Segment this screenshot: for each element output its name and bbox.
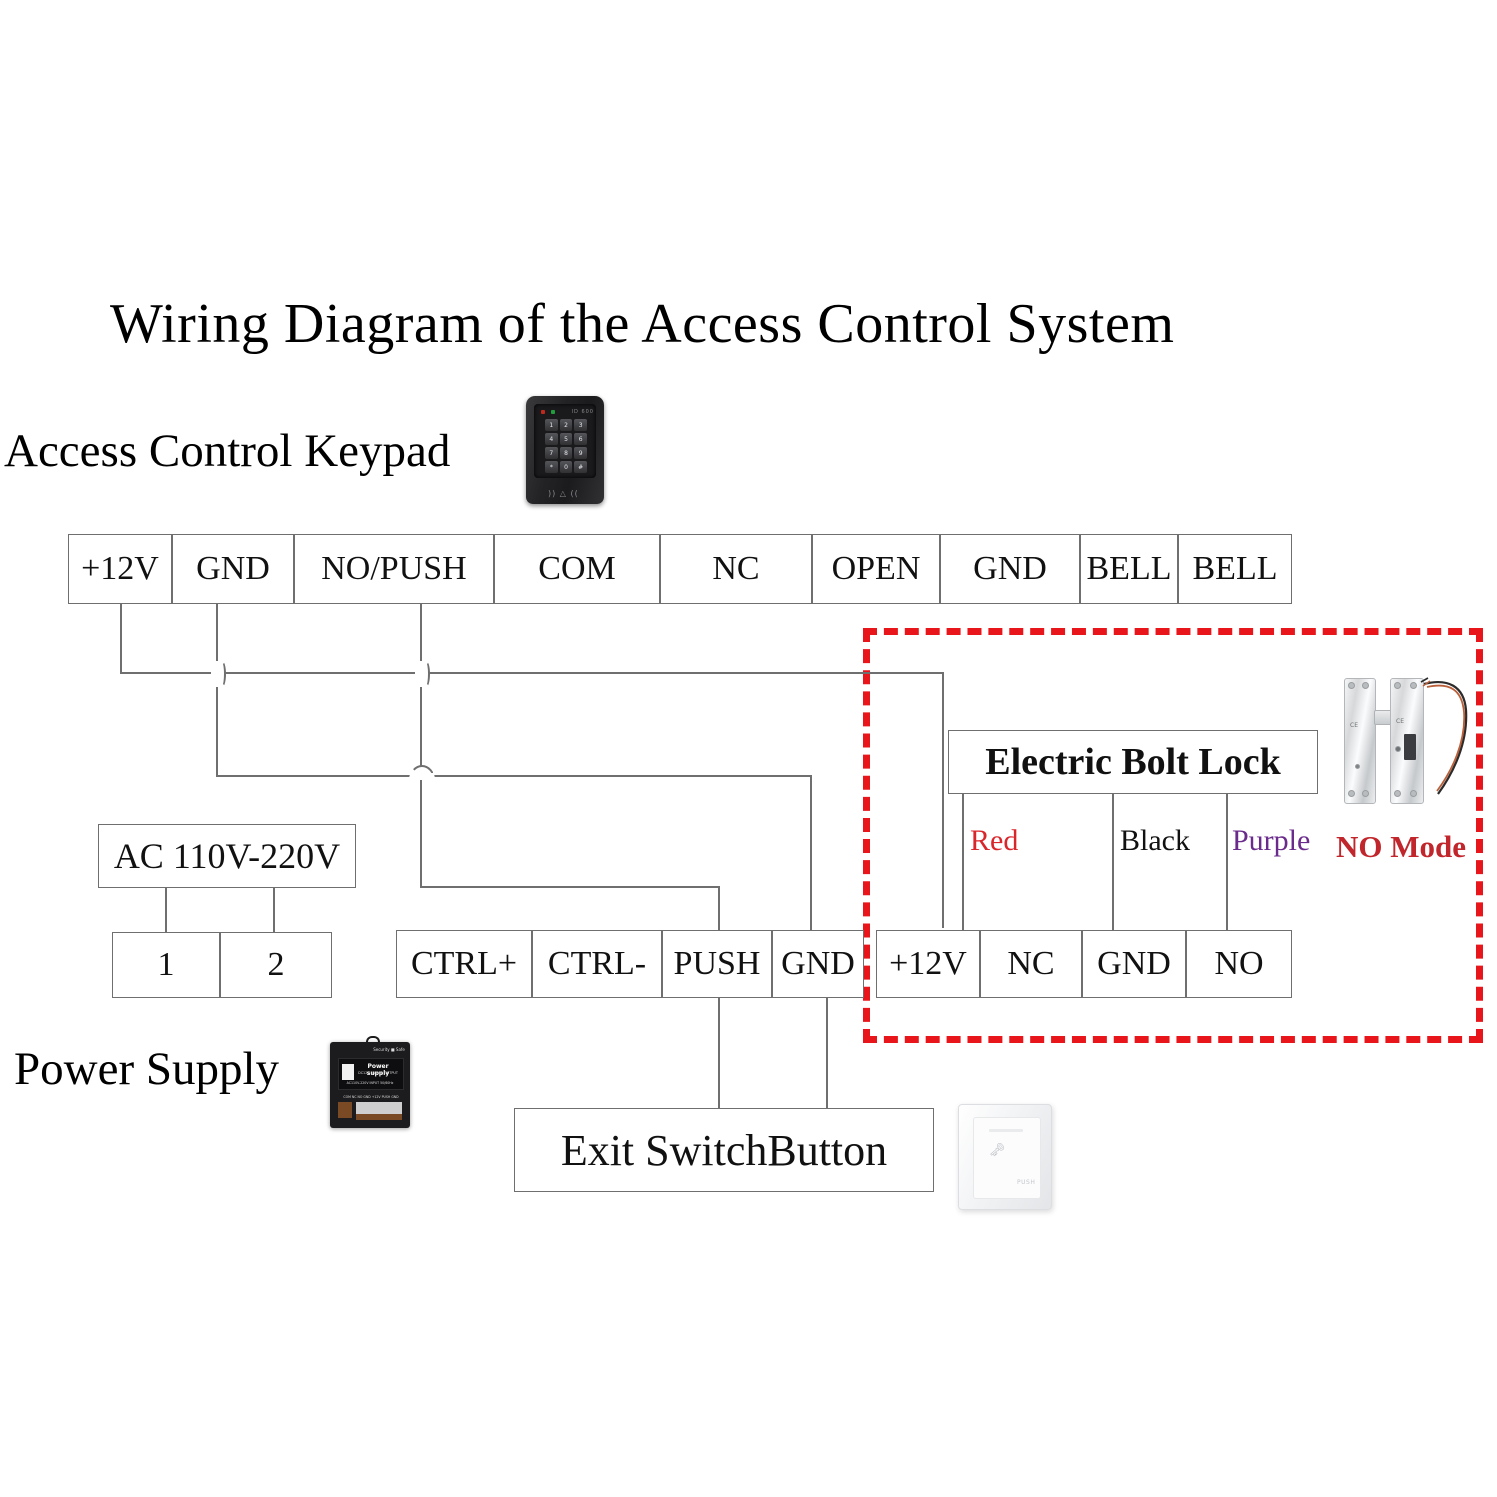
wire-push-to-exit-switch bbox=[718, 998, 720, 1108]
wire-lock-black bbox=[1112, 794, 1114, 930]
ac-terminal-1[interactable]: 1 bbox=[112, 932, 220, 998]
wire-lock-red bbox=[962, 794, 964, 930]
keypad-key[interactable]: 3 bbox=[574, 419, 587, 431]
keypad-terminal-no-push[interactable]: NO/PUSH bbox=[294, 534, 494, 604]
keypad-key[interactable]: 9 bbox=[574, 447, 587, 459]
access-control-keypad-label: Access Control Keypad bbox=[4, 425, 451, 477]
wire-ac-l2 bbox=[273, 888, 275, 932]
wire-jump-nopush-over-gnd bbox=[409, 765, 435, 780]
ac-terminal-2[interactable]: 2 bbox=[220, 932, 332, 998]
wire-nopush-to-push-terminal bbox=[718, 886, 720, 930]
lock-terminal-no[interactable]: NO bbox=[1186, 930, 1292, 998]
keypad-key[interactable]: 0 bbox=[559, 461, 573, 473]
controller-terminal-ctrl-minus[interactable]: CTRL- bbox=[532, 930, 662, 998]
power-supply-device-image: Security ■ Safe Power supply DC12V 3A / … bbox=[326, 1036, 414, 1130]
lock-cable bbox=[1420, 677, 1468, 795]
wire-12v-to-lock-12v bbox=[942, 672, 944, 928]
lock-terminal-12v[interactable]: +12V bbox=[876, 930, 980, 998]
keypad-key[interactable]: 8 bbox=[559, 447, 573, 459]
keypad-terminal-open[interactable]: OPEN bbox=[812, 534, 940, 604]
psu-brand: Power supply bbox=[366, 1063, 390, 1077]
controller-terminal-gnd[interactable]: GND bbox=[772, 930, 864, 998]
keypad-terminal-bell-1[interactable]: BELL bbox=[1080, 534, 1178, 604]
wire-jump-nopush-over-12v bbox=[415, 661, 430, 687]
keypad-device-image: ID 600 1 2 3 4 5 6 7 8 9 * 0 # )) △ (( bbox=[526, 396, 604, 504]
lock-terminal-gnd[interactable]: GND bbox=[1082, 930, 1186, 998]
electric-bolt-lock-box: Electric Bolt Lock bbox=[948, 730, 1318, 794]
wire-jump-gnd-over-12v bbox=[211, 661, 226, 687]
wire-label-red: Red bbox=[970, 824, 1019, 857]
exit-switch-device-image: 🗝 PUSH bbox=[958, 1104, 1052, 1210]
ac-input-box: AC 110V-220V bbox=[98, 824, 356, 888]
wire-ac-l1 bbox=[165, 888, 167, 932]
wire-nopush-drop bbox=[420, 604, 422, 777]
wire-nopush-to-push bbox=[420, 775, 422, 886]
keypad-terminal-gnd-2[interactable]: GND bbox=[940, 534, 1080, 604]
keypad-key[interactable]: 2 bbox=[559, 419, 573, 431]
no-mode-label: NO Mode bbox=[1336, 829, 1467, 864]
keypad-model-text: ID 600 bbox=[571, 409, 594, 415]
keypad-key[interactable]: 4 bbox=[545, 433, 558, 445]
psu-spec-2: AC110V-220V INPUT 50/60Hz bbox=[346, 1081, 394, 1085]
keypad-led-red bbox=[541, 410, 545, 414]
keypad-key[interactable]: 7 bbox=[545, 447, 558, 459]
keypad-key[interactable]: 6 bbox=[574, 433, 587, 445]
psu-spec-1: DC12V 3A / 5A OUTPUT bbox=[358, 1071, 398, 1075]
exit-switch-button-box: Exit SwitchButton bbox=[514, 1108, 934, 1192]
power-supply-label: Power Supply bbox=[14, 1043, 280, 1095]
lock-terminal-nc[interactable]: NC bbox=[980, 930, 1082, 998]
page-title: Wiring Diagram of the Access Control Sys… bbox=[110, 293, 1175, 355]
exit-switch-push-label: PUSH bbox=[1017, 1179, 1036, 1186]
keypad-terminal-com[interactable]: COM bbox=[494, 534, 660, 604]
keypad-keys: 1 2 3 4 5 6 7 8 9 * 0 # bbox=[545, 419, 587, 473]
wire-gnd-bus bbox=[216, 775, 810, 777]
wire-12v-bus bbox=[120, 672, 942, 674]
psu-terminal-legend: COM NC NO GND +12V PUSH GND bbox=[343, 1095, 399, 1099]
keypad-key[interactable]: 1 bbox=[545, 419, 558, 431]
wire-12v-drop bbox=[120, 604, 122, 674]
rfid-reader-icon: )) △ (( bbox=[548, 489, 579, 498]
wire-label-purple: Purple bbox=[1232, 824, 1311, 857]
controller-terminal-push[interactable]: PUSH bbox=[662, 930, 772, 998]
keypad-terminal-12v[interactable]: +12V bbox=[68, 534, 172, 604]
no-mode-wiring-region bbox=[863, 628, 1483, 1043]
keypad-key[interactable]: 5 bbox=[559, 433, 573, 445]
key-icon: 🗝 bbox=[989, 1143, 1006, 1158]
electric-bolt-lock-device-image: CE CE bbox=[1334, 672, 1480, 810]
keypad-key[interactable]: * bbox=[545, 461, 558, 473]
wire-lock-purple bbox=[1226, 794, 1228, 930]
wire-nopush-run bbox=[420, 886, 720, 888]
wire-label-black: Black bbox=[1120, 824, 1190, 857]
ce-mark: CE bbox=[1396, 718, 1404, 725]
psu-brand-top: Security ■ Safe bbox=[373, 1047, 405, 1052]
keypad-terminal-nc[interactable]: NC bbox=[660, 534, 812, 604]
controller-terminal-ctrl-plus[interactable]: CTRL+ bbox=[396, 930, 532, 998]
keypad-key[interactable]: # bbox=[574, 461, 587, 473]
keypad-led-green bbox=[551, 410, 555, 414]
wire-gnd-to-lock-gnd bbox=[810, 775, 812, 930]
keypad-terminal-gnd-1[interactable]: GND bbox=[172, 534, 294, 604]
keypad-terminal-bell-2[interactable]: BELL bbox=[1178, 534, 1292, 604]
wire-gnd-drop bbox=[216, 604, 218, 777]
wire-gnd-to-exit-switch bbox=[826, 998, 828, 1108]
